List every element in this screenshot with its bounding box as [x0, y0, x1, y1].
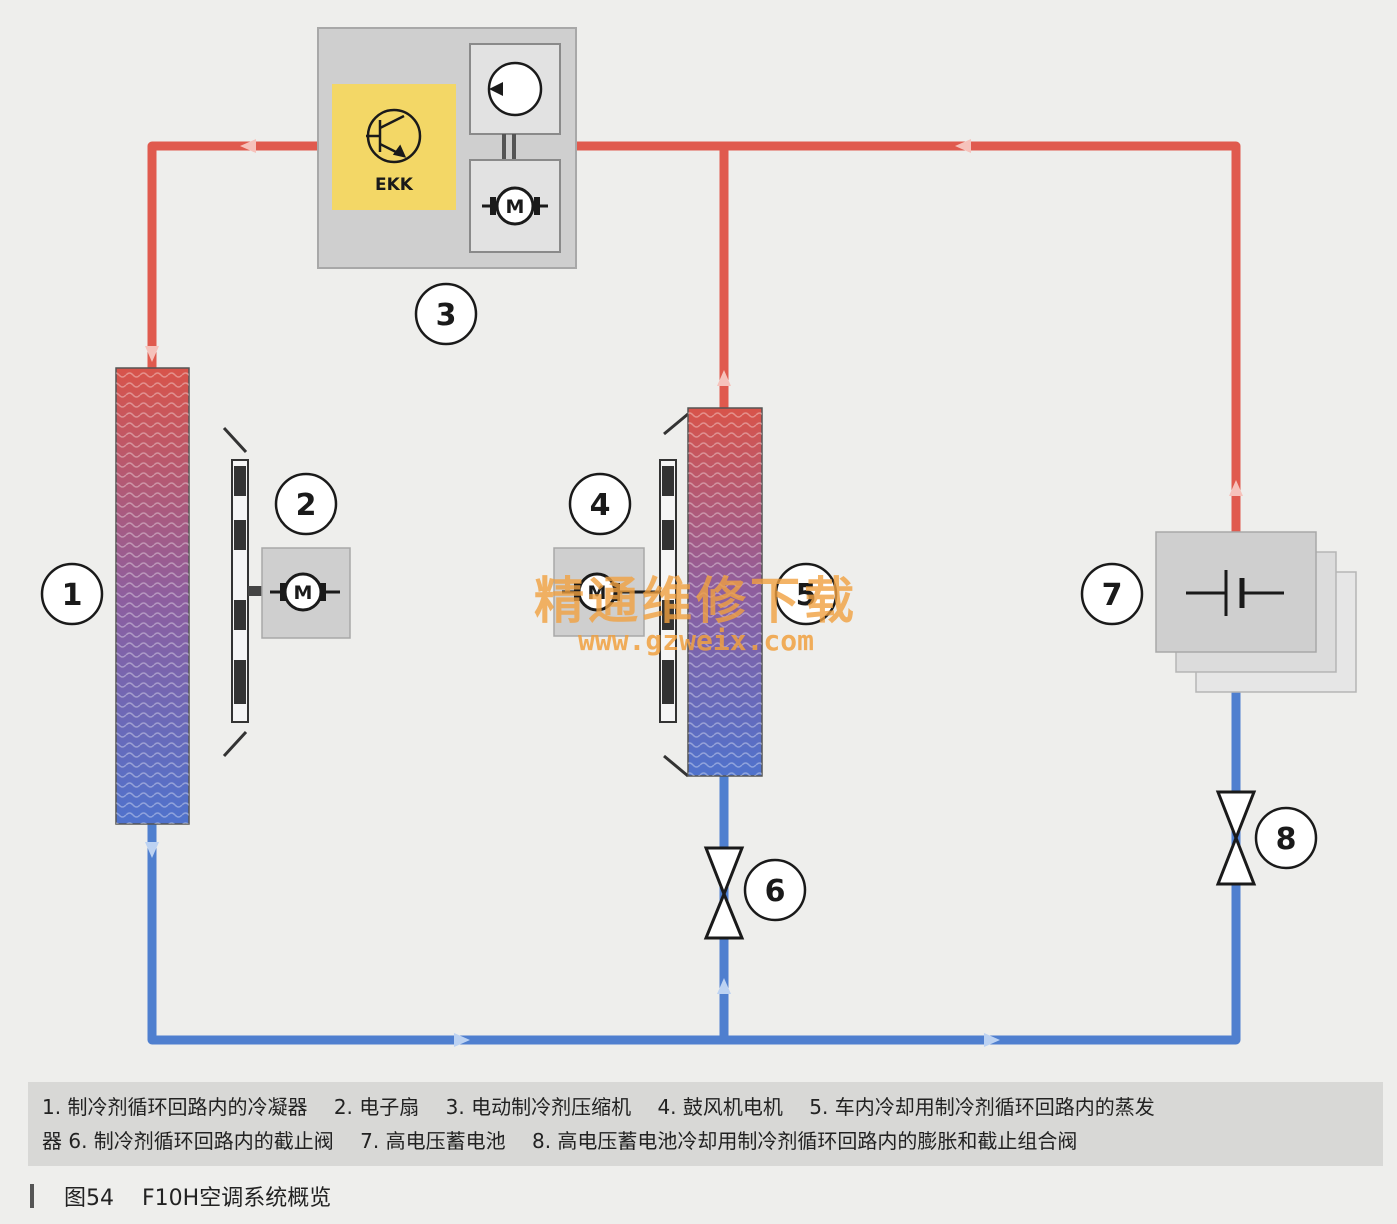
svg-text:7: 7: [1102, 578, 1123, 613]
watermark-url: www.gzweix.com: [578, 624, 814, 657]
figure-legend: 1. 制冷剂循环回路内的冷凝器 2. 电子扇 3. 电动制冷剂压缩机 4. 鼓风…: [28, 1082, 1383, 1166]
fan-motor-icon: M: [270, 572, 340, 612]
legend-item: 8. 高电压蓄电池冷却用制冷剂循环回路内的膨胀和截止组合阀: [531, 1129, 1078, 1153]
legend-item: 5. 车内冷却用制冷剂循环回路内的蒸发: [809, 1095, 1155, 1119]
caption-marker: [30, 1184, 34, 1208]
legend-item: 3. 电动制冷剂压缩机: [445, 1095, 632, 1119]
callout-3: 3: [414, 282, 478, 346]
svg-text:2: 2: [296, 488, 317, 523]
svg-text:4: 4: [590, 488, 611, 523]
legend-item: 1. 制冷剂循环回路内的冷凝器: [42, 1095, 308, 1119]
callout-4: 4: [568, 472, 632, 536]
svg-text:3: 3: [436, 298, 457, 333]
watermark-text: 精通维修下载: [534, 572, 858, 630]
compressor-pump-icon: [487, 61, 543, 117]
legend-item: 器 6. 制冷剂循环回路内的截止阀: [42, 1129, 334, 1153]
blower-blades: [662, 466, 674, 704]
blower-motor-symbol: M: [588, 582, 607, 604]
hot-refrigerant-lines: [147, 141, 1241, 536]
callout-6: 6: [743, 858, 807, 922]
callout-2: 2: [274, 472, 338, 536]
svg-text:1: 1: [62, 578, 83, 613]
figure-number: 图54: [64, 1186, 114, 1211]
callout-8: 8: [1254, 806, 1318, 870]
cold-line-arrows: [145, 842, 1000, 1047]
fan-blades: [234, 466, 246, 704]
expansion-shutoff-valve: [1215, 790, 1257, 886]
watermark: 精通维修下载 www.gzweix.com: [534, 572, 858, 657]
ac-system-diagram: EKK M: [40, 27, 1357, 1047]
compressor-motor-symbol: M: [506, 196, 525, 218]
legend-line-1: 1. 制冷剂循环回路内的冷凝器 2. 电子扇 3. 电动制冷剂压缩机 4. 鼓风…: [42, 1090, 1369, 1124]
battery-icon: [1186, 570, 1284, 616]
callout-5: 5: [774, 562, 838, 626]
evaporator: [687, 407, 763, 777]
hot-line-arrows: [145, 139, 1243, 496]
svg-text:5: 5: [796, 578, 817, 613]
svg-text:6: 6: [765, 874, 786, 909]
electric-compressor-module: EKK M: [317, 27, 577, 269]
shutoff-valve: [703, 846, 745, 940]
legend-line-2: 器 6. 制冷剂循环回路内的截止阀 7. 高电压蓄电池 8. 高电压蓄电池冷却用…: [42, 1124, 1369, 1158]
svg-text:8: 8: [1276, 822, 1297, 857]
ekk-label: EKK: [375, 175, 414, 195]
fan-motor-symbol: M: [294, 582, 313, 604]
blower-motor: M: [553, 412, 689, 778]
condenser: [115, 367, 190, 825]
figure-caption: 图54 F10H空调系统概览: [30, 1176, 331, 1216]
transistor-icon: [366, 108, 422, 164]
electric-fan: M: [222, 426, 351, 758]
callout-1: 1: [40, 562, 104, 626]
compressor-motor-icon: M: [482, 186, 548, 226]
figure-title: F10H空调系统概览: [142, 1186, 332, 1211]
legend-item: 2. 电子扇: [333, 1095, 420, 1119]
legend-item: 4. 鼓风机电机: [657, 1095, 783, 1119]
legend-item: 7. 高电压蓄电池: [360, 1129, 506, 1153]
blower-motor-icon: M: [562, 572, 660, 612]
high-voltage-battery: [1155, 531, 1357, 693]
callout-7: 7: [1080, 562, 1144, 626]
